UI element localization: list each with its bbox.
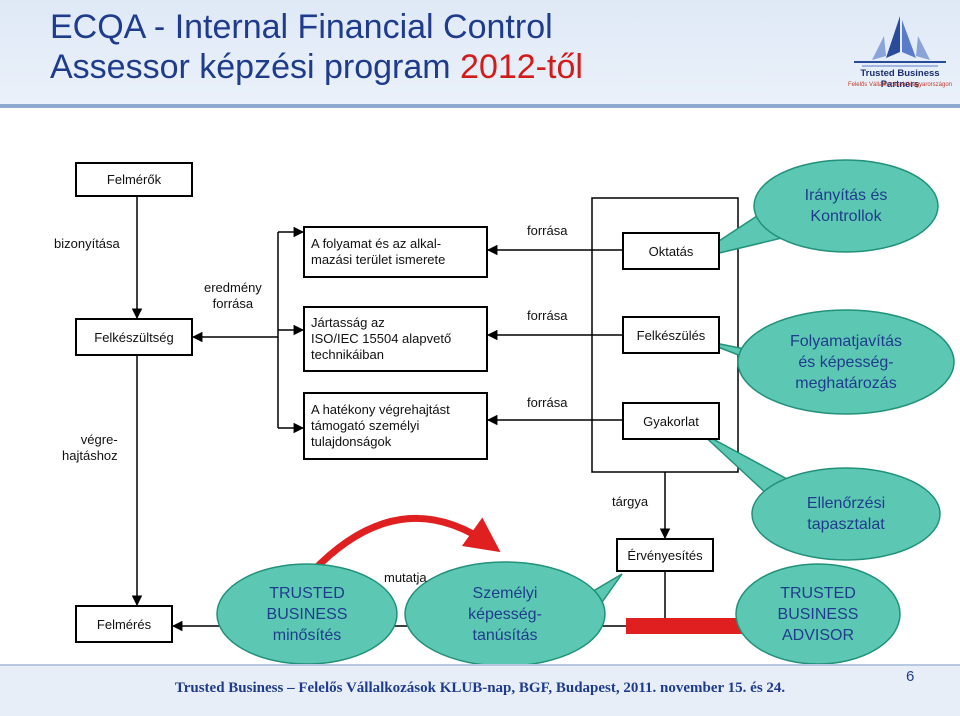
box-folyamat-ismerete: A folyamat és az alkal-mazási terület is… <box>303 226 488 278</box>
kb3-line-2: támogató személyi <box>311 417 420 433</box>
b5-line-1: Személyi <box>472 585 538 602</box>
kb2-line-1: Jártasság az <box>311 314 385 330</box>
box-ervenyesites: Érvényesítés <box>616 538 714 572</box>
logo-tagline: Felelős Vállalkozások Magyarországon <box>847 82 953 88</box>
bubble-5-text: Személyi képesség-tanúsítás <box>430 584 580 646</box>
bubble-2-text: Folyamatjavítás és képesség-meghatározás <box>746 332 946 394</box>
bubble-iranyitas <box>753 159 939 253</box>
b2-line-1: Folyamatjavítás <box>789 333 903 350</box>
b4-line-1: TRUSTED <box>269 585 345 602</box>
title-line-2: Assessor képzési program 2012-től <box>50 48 583 87</box>
b6-line-1: TRUSTED <box>780 585 856 602</box>
box-oktatas: Oktatás <box>622 232 720 270</box>
bubble-3-text: Ellenőrzési tapasztalat <box>756 494 936 536</box>
bubble-4-text: TRUSTED BUSINESS minősítés <box>232 584 382 646</box>
b3-line-1: Ellenőrzési <box>806 495 886 512</box>
kb3-line-1: A hatékony végrehajtást <box>311 401 450 417</box>
box-felmeres: Felmérés <box>75 605 173 643</box>
label-mutatja: mutatja <box>384 570 427 585</box>
b1-line-2: Kontrollok <box>810 207 882 225</box>
b6-line-3: ADVISOR <box>781 626 854 644</box>
box-felkeszultseg: Felkészültség <box>75 318 193 356</box>
logo-sail-icon <box>854 16 946 67</box>
eredmeny-line-2: forrása <box>212 295 254 311</box>
bubble-1-text: Irányítás és Kontrollok <box>756 186 936 228</box>
box-felkeszules: Felkészülés <box>622 316 720 354</box>
box-felmerok: Felmérők <box>75 162 193 197</box>
b3-line-2: tapasztalat <box>807 515 885 533</box>
b5-line-3: tanúsítás <box>472 626 538 644</box>
kb2-line-3: technikáiban <box>311 347 384 363</box>
footer-text: Trusted Business – Felelős Vállalkozások… <box>174 680 786 696</box>
page-number: 6 <box>906 668 915 685</box>
box-gyakorlat: Gyakorlat <box>622 402 720 440</box>
title-year: 2012-től <box>460 48 583 86</box>
label-forrasa-2: forrása <box>527 308 568 323</box>
trusted-business-partners-logo: Trusted Business Partners Felelős Vállal… <box>846 14 954 100</box>
b5-line-2: képesség- <box>468 605 542 623</box>
b4-line-2: BUSINESS <box>266 605 348 623</box>
b1-line-1: Irányítás és <box>804 187 888 204</box>
b2-line-3: meghatározás <box>795 374 897 392</box>
eredmeny-line-1: eredmény <box>204 280 262 295</box>
b2-line-2: és képesség- <box>798 353 894 371</box>
header-band <box>0 0 960 106</box>
red-curved-arrow <box>309 514 501 575</box>
vegre-line-1: végre- <box>80 432 118 447</box>
b4-line-3: minősítés <box>272 626 342 644</box>
kb3-line-3: tulajdonságok <box>311 434 392 450</box>
logo-name: Trusted Business Partners <box>860 68 940 90</box>
kb1-line-2: mazási terület ismerete <box>311 252 446 267</box>
kb2-line-2: ISO/IEC 15504 alapvető <box>311 330 452 346</box>
label-bizonyitasa: bizonyítása <box>54 236 120 251</box>
footer-band <box>0 666 960 716</box>
bubble-folyamatjavitas <box>737 309 955 415</box>
bubble-6-text: TRUSTED BUSINESS ADVISOR <box>743 584 893 646</box>
footer-divider <box>0 664 960 666</box>
label-forrasa-1: forrása <box>527 223 568 238</box>
title-line-1: ECQA - Internal Financial Control <box>50 8 553 46</box>
label-vegrehajtashoz: végre-hajtáshoz <box>62 432 118 463</box>
label-forrasa-3: forrása <box>527 395 568 410</box>
header-divider <box>0 104 960 108</box>
label-targya: tárgya <box>612 494 649 509</box>
b6-line-2: BUSINESS <box>777 605 859 623</box>
title-line-2-text: Assessor képzési program <box>50 48 461 86</box>
kb1-line-1: A folyamat és az alkal- <box>311 235 442 251</box>
vegre-line-2: hajtáshoz <box>62 447 118 463</box>
bubble-ellenorzesi <box>751 467 941 561</box>
